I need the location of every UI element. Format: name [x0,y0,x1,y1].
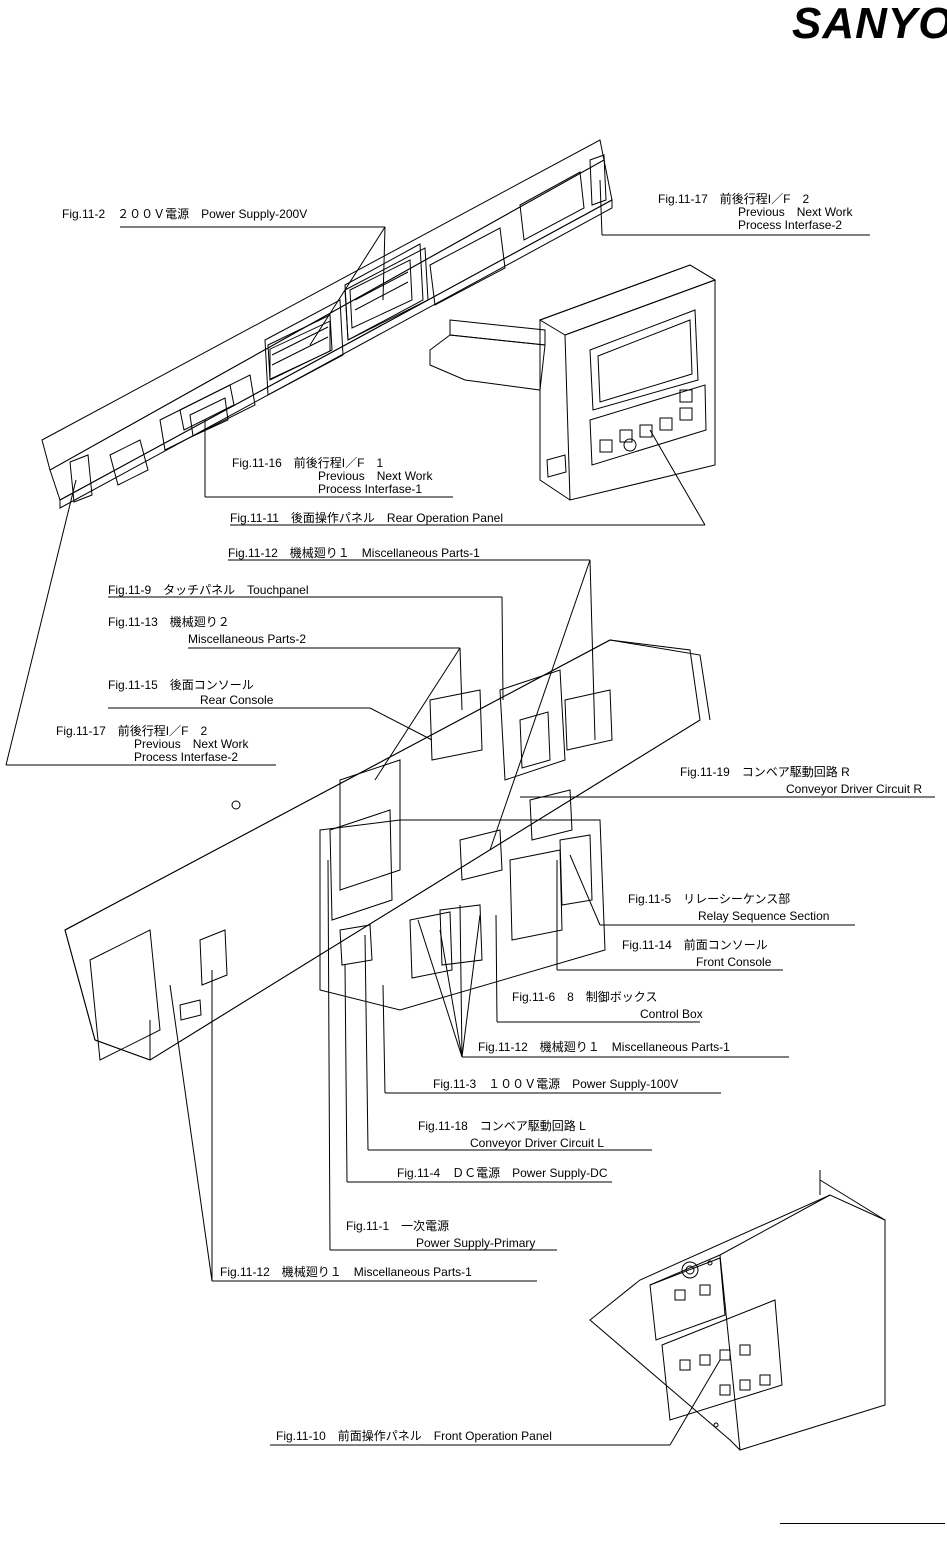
callout-fig-11-13: Fig.11-13 機械廻り２ Miscellaneous Parts-2 [108,615,307,646]
rear-operation-panel [538,264,717,501]
callout-fig-11-17-left: Fig.11-17 前後行程I／F 2 Previous Next Work P… [56,724,249,764]
callout-fig-11-3: Fig.11-3 １００Ｖ電源 Power Supply-100V [433,1077,679,1091]
callout-fig-11-14: Fig.11-14 前面コンソール Front Console [622,938,772,969]
callout-fig-11-9: Fig.11-9 タッチパネル Touchpanel [108,583,309,597]
callout-fig-11-1: Fig.11-1 一次電源 Power Supply-Primary [346,1219,536,1250]
callout-fig-11-19: Fig.11-19 コンベア駆動回路 R Conveyor Driver Cir… [680,765,923,796]
callout-fig-11-12-a: Fig.11-12 機械廻り１ Miscellaneous Parts-1 [228,546,480,560]
power-supply-200v-modules [267,259,413,381]
leader-lines [5,179,935,1446]
callout-fig-11-4: Fig.11-4 ＤＣ電源 Power Supply-DC [397,1166,608,1180]
callout-fig-11-10: Fig.11-10 前面操作パネル Front Operation Panel [276,1429,552,1443]
upper-frame [41,139,613,509]
callout-fig-11-17-top: Fig.11-17 前後行程I／F 2 Previous Next Work P… [658,192,853,232]
front-operation-panel [589,1170,886,1451]
sanyo-logo: SANYO [792,0,947,48]
cable-duct [429,319,546,391]
callout-fig-11-15: Fig.11-15 後面コンソール Rear Console [108,678,274,707]
callout-fig-11-11: Fig.11-11 後面操作パネル Rear Operation Panel [230,511,503,525]
callout-fig-11-18: Fig.11-18 コンベア駆動回路 L Conveyor Driver Cir… [418,1119,605,1150]
callout-fig-11-5: Fig.11-5 リレーシーケンス部 Relay Sequence Sectio… [628,892,830,923]
callout-fig-11-6: Fig.11-6 8 制御ボックス Control Box [512,990,703,1021]
callout-fig-11-12-c: Fig.11-12 機械廻り１ Miscellaneous Parts-1 [220,1265,472,1279]
callout-fig-11-12-b: Fig.11-12 機械廻り１ Miscellaneous Parts-1 [478,1040,730,1054]
main-machine-body [64,639,711,1061]
footer-rule [780,1523,945,1524]
callout-fig-11-2: Fig.11-2 ２００Ｖ電源 Power Supply-200V [62,207,308,221]
callout-fig-11-16: Fig.11-16 前後行程I／F 1 Previous Next Work P… [232,456,433,496]
